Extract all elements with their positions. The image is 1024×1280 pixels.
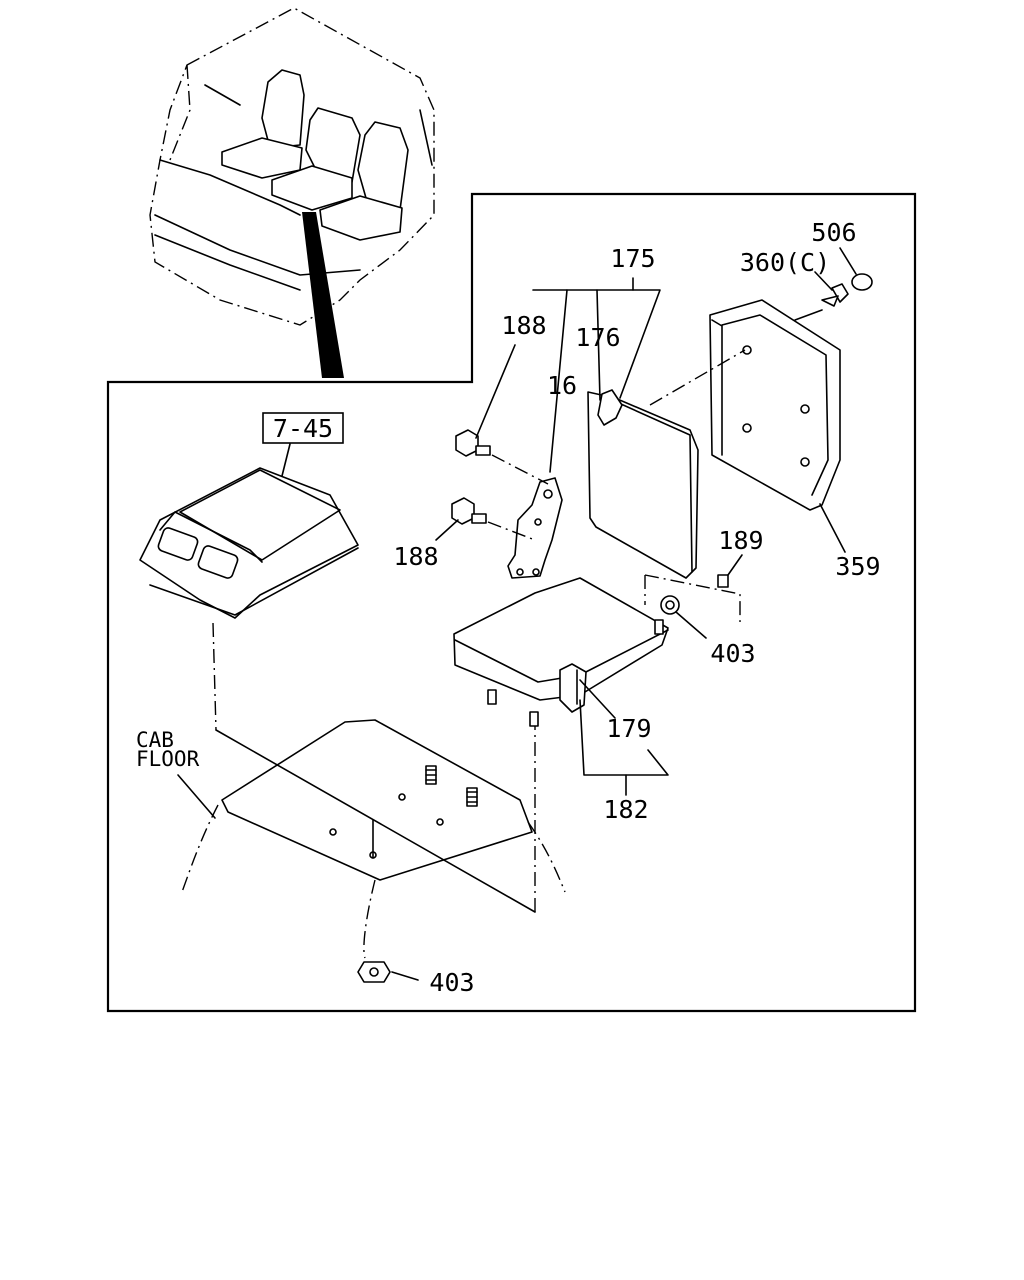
bolt-188-top bbox=[455, 429, 549, 485]
label-506: 506 bbox=[811, 218, 856, 247]
label-176: 176 bbox=[575, 323, 620, 352]
cover-359 bbox=[649, 299, 841, 511]
main-frame bbox=[106, 192, 917, 1013]
seat-back-176 bbox=[587, 389, 699, 579]
label-182: 182 bbox=[603, 795, 648, 824]
label-179: 179 bbox=[606, 714, 651, 743]
nut-403-right bbox=[660, 595, 680, 615]
label-cab-floor-1: CAB bbox=[136, 728, 174, 752]
screw-360c bbox=[821, 283, 849, 307]
cab-overview-inset bbox=[149, 7, 435, 378]
floor-stud bbox=[466, 787, 478, 807]
floor-stud bbox=[425, 765, 437, 785]
label-359: 359 bbox=[835, 552, 880, 581]
label-188-bottom: 188 bbox=[393, 542, 438, 571]
label-403-right: 403 bbox=[710, 639, 755, 668]
ref-box-label: 7-45 bbox=[273, 414, 333, 443]
pin-189 bbox=[717, 574, 729, 588]
nut-403-bottom bbox=[357, 961, 419, 983]
label-188-top: 188 bbox=[501, 311, 546, 340]
label-189: 189 bbox=[718, 526, 763, 555]
bracket-16 bbox=[507, 477, 563, 579]
seat-cushion bbox=[453, 577, 669, 727]
console-cover bbox=[139, 467, 359, 619]
label-175: 175 bbox=[610, 244, 655, 273]
leader-lines bbox=[177, 247, 857, 819]
bolt-188-bottom bbox=[451, 497, 536, 541]
label-360c: 360(C) bbox=[740, 248, 830, 277]
cap-506 bbox=[851, 273, 873, 291]
label-16: 16 bbox=[547, 371, 577, 400]
label-403-bottom: 403 bbox=[429, 968, 474, 997]
ref-box-7-45: 7-45 bbox=[262, 412, 344, 477]
label-cab-floor-2: FLOOR bbox=[136, 747, 200, 771]
